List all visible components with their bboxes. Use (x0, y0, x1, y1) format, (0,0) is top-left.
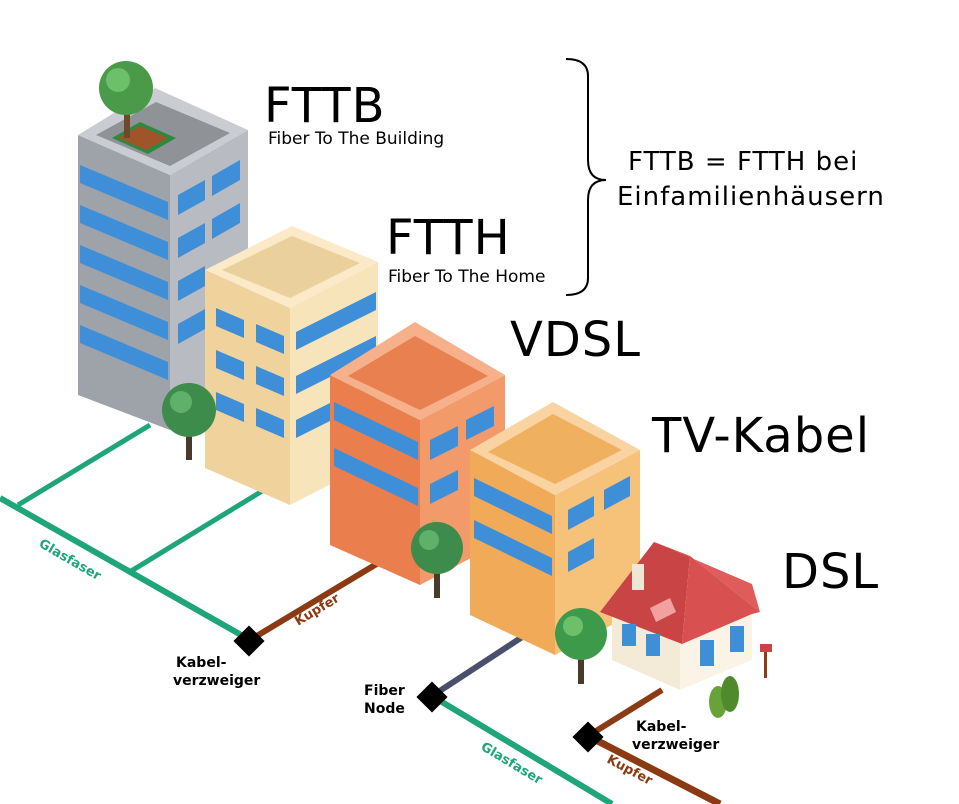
kupfer-branch-dsl (586, 687, 664, 739)
kabelverzweiger-left-line2: verzweiger (173, 673, 261, 689)
bracket-note-line2: Einfamilienhäusern (617, 182, 885, 212)
glasfaser-branch-fttb (16, 422, 152, 508)
dsl-label: DSL (782, 544, 880, 600)
fiber-node-line1: Fiber (364, 683, 405, 699)
tv-kabel-building (470, 402, 640, 655)
tree-ftth (162, 383, 216, 460)
kabelverzweiger-right-line1: Kabel- (636, 719, 687, 735)
tree-vdsl (411, 522, 463, 598)
coax-cable (430, 625, 538, 699)
dsl-bushes (709, 644, 772, 718)
kabelverzweiger-left-line1: Kabel- (176, 655, 227, 671)
ftth-label: FTTH (386, 210, 511, 266)
glasfaser-cable-right (430, 693, 614, 804)
glasfaser-label-left: Glasfaser (36, 536, 104, 584)
kabelverzweiger-right-line2: verzweiger (632, 737, 720, 753)
tree-tv (555, 608, 607, 684)
kupfer-cable-right (586, 732, 722, 804)
glasfaser-cable-left (0, 495, 252, 643)
vdsl-label: VDSL (510, 312, 642, 368)
fiber-node (416, 681, 448, 713)
fttb-label: FTTB (264, 78, 386, 134)
fttb-subtitle: Fiber To The Building (268, 129, 445, 149)
bracket (565, 58, 607, 296)
ftth-subtitle: Fiber To The Home (388, 267, 546, 287)
tv-kabel-label: TV-Kabel (652, 408, 871, 464)
fiber-node-line2: Node (364, 701, 405, 717)
bracket-note-line1: FTTB = FTTH bei (628, 147, 859, 177)
dsl-house (600, 542, 760, 690)
tree-roof (99, 61, 153, 138)
